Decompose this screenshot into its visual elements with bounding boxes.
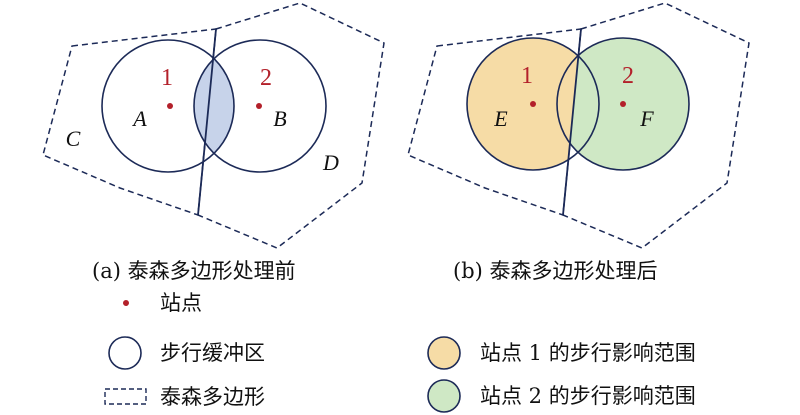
panel-b-station-2-dot [620,101,626,107]
panel-a-buffer-circle-2 [193,39,327,173]
legend-buffer-label: 步行缓冲区 [160,341,265,365]
legend: 站点 步行缓冲区 泰森多边形 站点 1 的步行影响范围 站点 2 的步行影响范围 [104,291,696,413]
legend-station-dot-icon [123,300,129,306]
panel-b-region-e-label: E [493,106,508,131]
panel-a-boundary-line [197,28,217,216]
panel-b-station-2-range-left-part [563,38,689,170]
panel-b-station-1-dot [530,101,536,107]
panel-b-buffer-circle-2 [556,37,690,171]
panel-b-station-2-number: 2 [622,63,634,89]
panel-a-region-c-label: C [66,126,81,151]
legend-station2-range-label: 站点 2 的步行影响范围 [480,384,696,408]
panel-b-polygon-left [407,28,582,217]
legend-buffer-circle-icon [108,336,142,370]
panel-b-station-1-number: 1 [521,63,533,89]
panel-a-polygon-c [42,28,217,217]
panel-b-buffer-circle-1 [466,37,600,171]
panel-b-station-1-range [467,38,583,170]
panel-a-diagram: 1 2 A B C D [42,2,385,249]
legend-station-label: 站点 [160,291,202,315]
legend-polygon-dashed-icon [104,388,147,405]
panel-a-buffer-circle-1 [101,39,235,173]
panel-a-station-1-number: 1 [161,65,173,91]
panel-a-station-2-number: 2 [260,65,272,91]
panel-a-region-d-label: D [322,150,339,175]
panel-b-caption: (b) 泰森多边形处理后 [453,259,658,283]
panel-b-boundary-line [562,28,582,216]
legend-station1-range-label: 站点 1 的步行影响范围 [480,341,696,365]
panel-b-diagram: 1 2 E F [407,2,750,249]
panel-a-station-2-dot [256,103,262,109]
legend-station1-range-swatch-icon [427,336,461,370]
panel-a-region-a-label: A [131,106,147,131]
legend-polygon-label: 泰森多边形 [160,385,265,409]
legend-station2-range-swatch-icon [427,379,461,413]
panel-a-caption: (a) 泰森多边形处理前 [92,259,296,283]
panel-a-station-1-dot [167,103,173,109]
panel-b-region-f-label: F [639,106,654,131]
panel-a-region-b-label: B [273,106,286,131]
